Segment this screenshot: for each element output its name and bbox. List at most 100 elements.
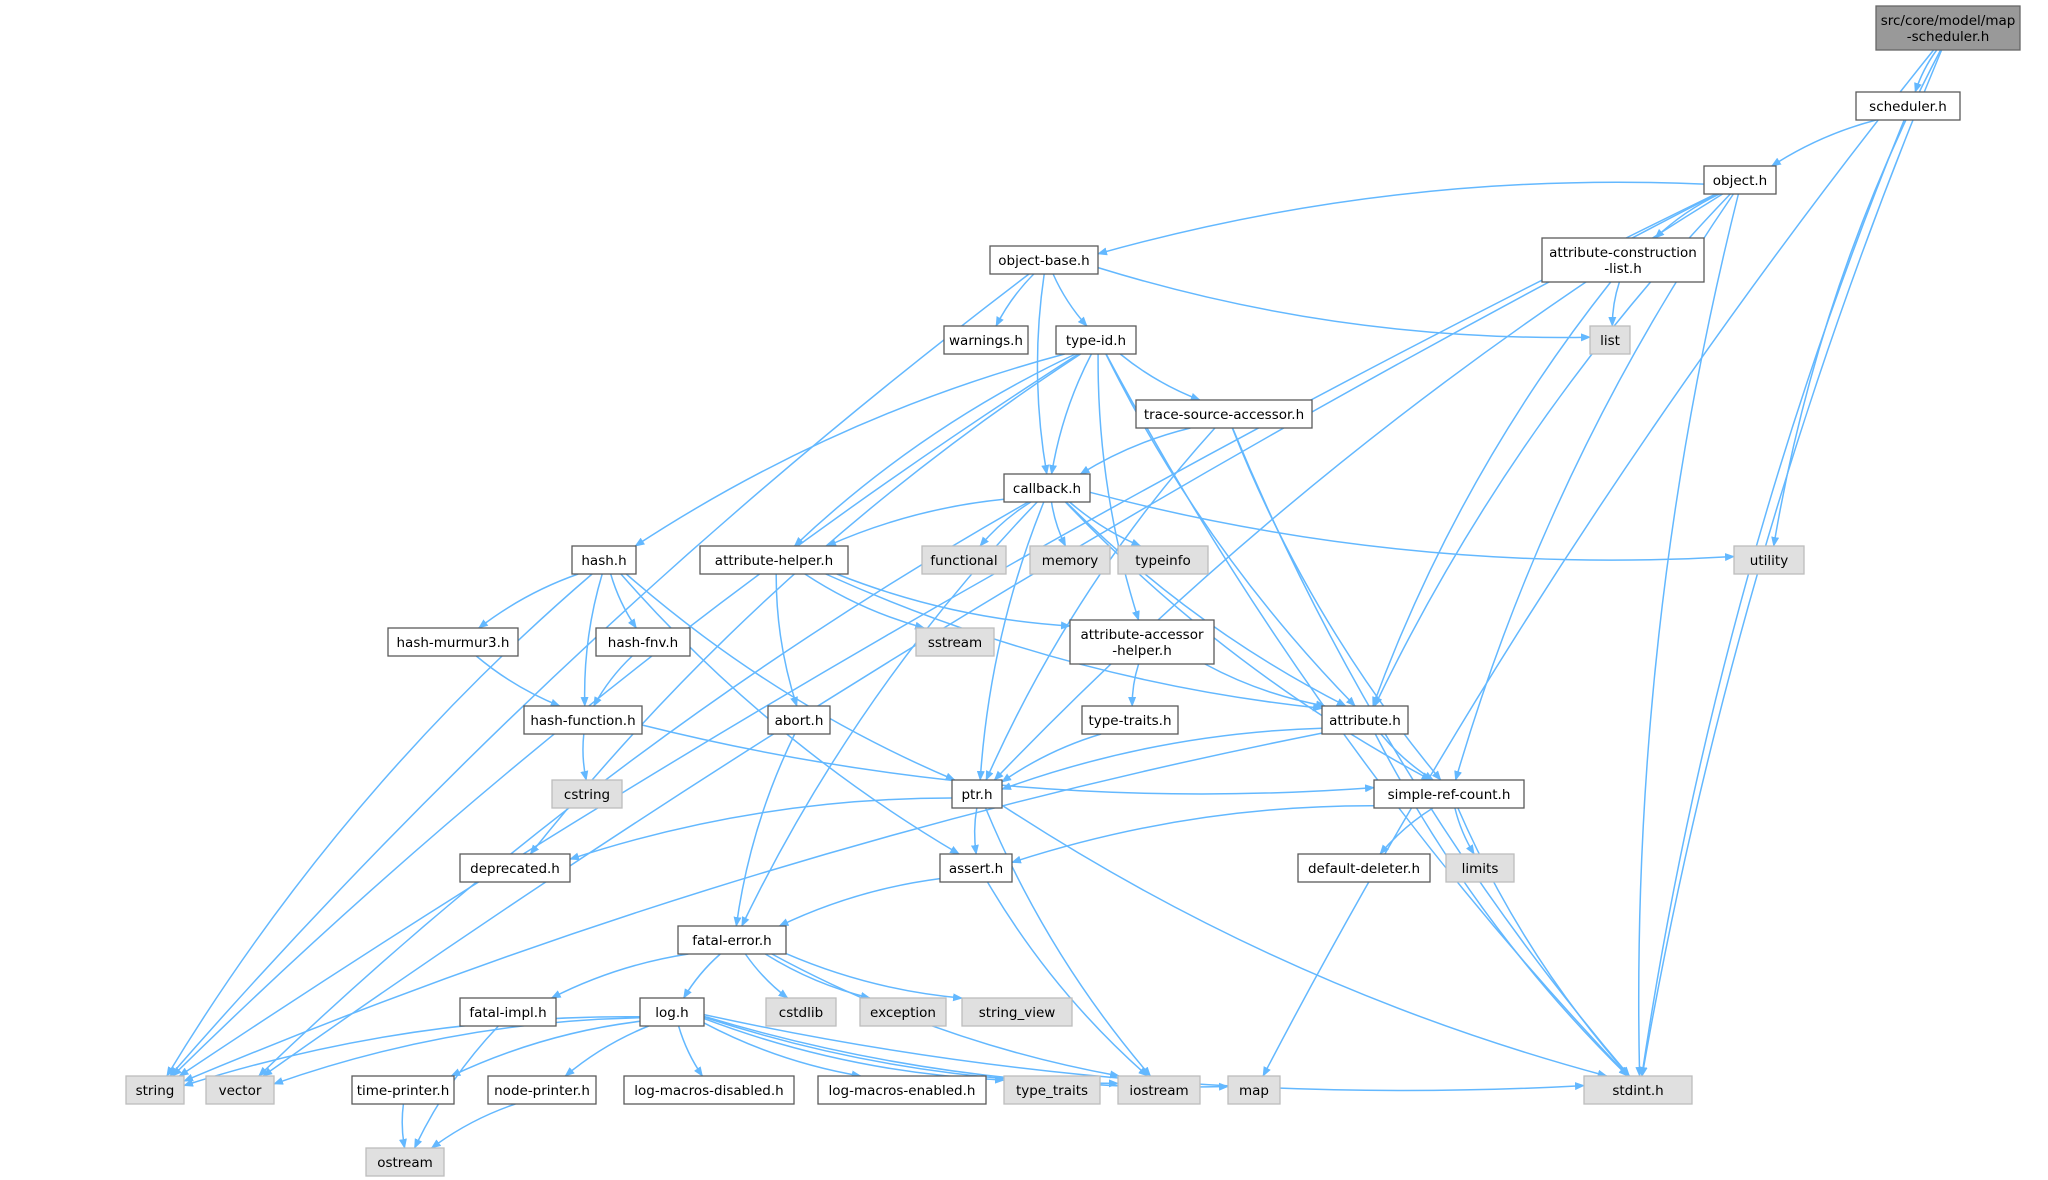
node-label: map: [1239, 1083, 1269, 1099]
node-box: [1855, 91, 1961, 121]
edge-object_base-to-warnings: [995, 273, 1035, 327]
node-default-deleter[interactable]: default-deleter.h: [1297, 853, 1431, 883]
node-warnings[interactable]: warnings.h: [943, 325, 1029, 355]
node-label: log-macros-disabled.h: [634, 1083, 783, 1099]
node-label: limits: [1462, 861, 1499, 877]
edge-attr_helper-to-sstream: [804, 573, 926, 630]
node-label: list: [1600, 333, 1620, 349]
edges-layer: [166, 49, 1943, 1149]
edge-object-to-vector: [262, 193, 1718, 1077]
node-label: object-base.h: [998, 253, 1090, 269]
node-label: string_view: [979, 1005, 1056, 1021]
node-box: [1297, 853, 1431, 883]
edge-log-to-log_dis: [677, 1025, 704, 1077]
node-box: [595, 627, 691, 657]
node-hash-murmur[interactable]: hash-murmur3.h: [387, 627, 519, 657]
node-limits: limits: [1445, 853, 1515, 883]
node-ptr[interactable]: ptr.h: [951, 779, 1003, 809]
edge-fatal_error-to-iostream: [771, 953, 1121, 1079]
node-assert[interactable]: assert.h: [939, 853, 1013, 883]
node-hash-fnv[interactable]: hash-fnv.h: [595, 627, 691, 657]
edge-attribute-to-src: [1380, 733, 1434, 781]
node-fatal-impl[interactable]: fatal-impl.h: [459, 997, 557, 1027]
node-box: [387, 627, 519, 657]
edge-type_id-to-string: [171, 353, 1079, 1077]
node-label: cstdlib: [779, 1005, 823, 1021]
edge-src-to-assert: [1011, 804, 1375, 864]
node-tsa[interactable]: trace-source-accessor.h: [1135, 399, 1313, 429]
node-callback[interactable]: callback.h: [1003, 473, 1091, 503]
node-box: [1445, 853, 1515, 883]
edge-hash_function-to-cstring: [580, 733, 589, 781]
node-label: string: [136, 1083, 175, 1099]
node-utility: utility: [1733, 545, 1805, 575]
node-label: hash-fnv.h: [608, 635, 678, 651]
node-type-id[interactable]: type-id.h: [1055, 325, 1137, 355]
node-box: [951, 779, 1003, 809]
node-box: [1135, 399, 1313, 429]
node-map: map: [1227, 1075, 1281, 1105]
node-box: [1069, 619, 1215, 665]
node-iostream: iostream: [1117, 1075, 1201, 1105]
node-sstream: sstream: [915, 627, 995, 657]
edge-log-to-vector: [273, 1017, 641, 1085]
node-label: -list.h: [1604, 261, 1642, 277]
node-fatal-error[interactable]: fatal-error.h: [677, 925, 787, 955]
node-type-traits-h[interactable]: type-traits.h: [1081, 705, 1179, 735]
node-box: [487, 1075, 597, 1105]
edge-type_id-to-attr_acc: [1097, 353, 1140, 621]
node-string-view: string_view: [961, 997, 1073, 1027]
edge-callback-to-attribute: [1065, 501, 1347, 707]
node-root[interactable]: src/core/model/map-scheduler.h: [1875, 5, 2021, 51]
node-box: [1081, 705, 1179, 735]
node-box: [1583, 1075, 1693, 1105]
node-box: [365, 1147, 445, 1177]
node-hash[interactable]: hash.h: [571, 545, 637, 575]
node-label: deprecated.h: [470, 861, 560, 877]
node-box: [677, 925, 787, 955]
node-attribute[interactable]: attribute.h: [1321, 705, 1409, 735]
node-log[interactable]: log.h: [639, 997, 705, 1027]
edge-object_base-to-string: [169, 273, 1030, 1077]
node-attr-helper[interactable]: attribute-helper.h: [699, 545, 849, 575]
node-label: type-id.h: [1066, 333, 1126, 349]
node-abort[interactable]: abort.h: [767, 705, 831, 735]
node-box: [1117, 545, 1209, 575]
edge-tsa-to-ptr: [985, 427, 1216, 781]
node-hash-function[interactable]: hash-function.h: [523, 705, 643, 735]
edge-root-to-utility: [1771, 49, 1942, 547]
node-log-dis[interactable]: log-macros-disabled.h: [623, 1075, 795, 1105]
node-label: hash-murmur3.h: [396, 635, 509, 651]
node-label: typeinfo: [1135, 553, 1190, 569]
node-label: object.h: [1713, 173, 1767, 189]
node-label: simple-ref-count.h: [1388, 787, 1511, 803]
node-attr-constr[interactable]: attribute-construction-list.h: [1541, 237, 1705, 283]
node-box: [1373, 779, 1525, 809]
node-object-base[interactable]: object-base.h: [989, 245, 1099, 275]
edge-attr_constr-to-attribute: [1372, 281, 1612, 707]
node-object[interactable]: object.h: [1703, 165, 1777, 195]
edge-type_id-to-callback: [1049, 353, 1093, 475]
node-deprecated[interactable]: deprecated.h: [459, 853, 571, 883]
edge-fatal_error-to-fatal_impl: [550, 953, 689, 999]
node-src[interactable]: simple-ref-count.h: [1373, 779, 1525, 809]
edge-hash-to-hash_murmur: [478, 573, 579, 629]
node-box: [939, 853, 1013, 883]
node-scheduler[interactable]: scheduler.h: [1855, 91, 1961, 121]
node-box: [459, 853, 571, 883]
node-log-en[interactable]: log-macros-enabled.h: [817, 1075, 987, 1105]
edge-object_base-to-callback: [1036, 273, 1050, 475]
node-box: [915, 627, 995, 657]
edge-tsa-to-callback: [1079, 427, 1191, 475]
edge-scheduler-to-stdint: [1639, 119, 1905, 1077]
edge-callback-to-attr_helper: [826, 498, 1005, 547]
node-attr-acc[interactable]: attribute-accessor-helper.h: [1069, 619, 1215, 665]
node-label: warnings.h: [949, 333, 1023, 349]
node-node-printer[interactable]: node-printer.h: [487, 1075, 597, 1105]
node-label: stdint.h: [1612, 1083, 1663, 1099]
node-ostream: ostream: [365, 1147, 445, 1177]
node-type-traits: type_traits: [1003, 1075, 1101, 1105]
node-time-printer[interactable]: time-printer.h: [351, 1075, 455, 1105]
node-box: [921, 545, 1007, 575]
